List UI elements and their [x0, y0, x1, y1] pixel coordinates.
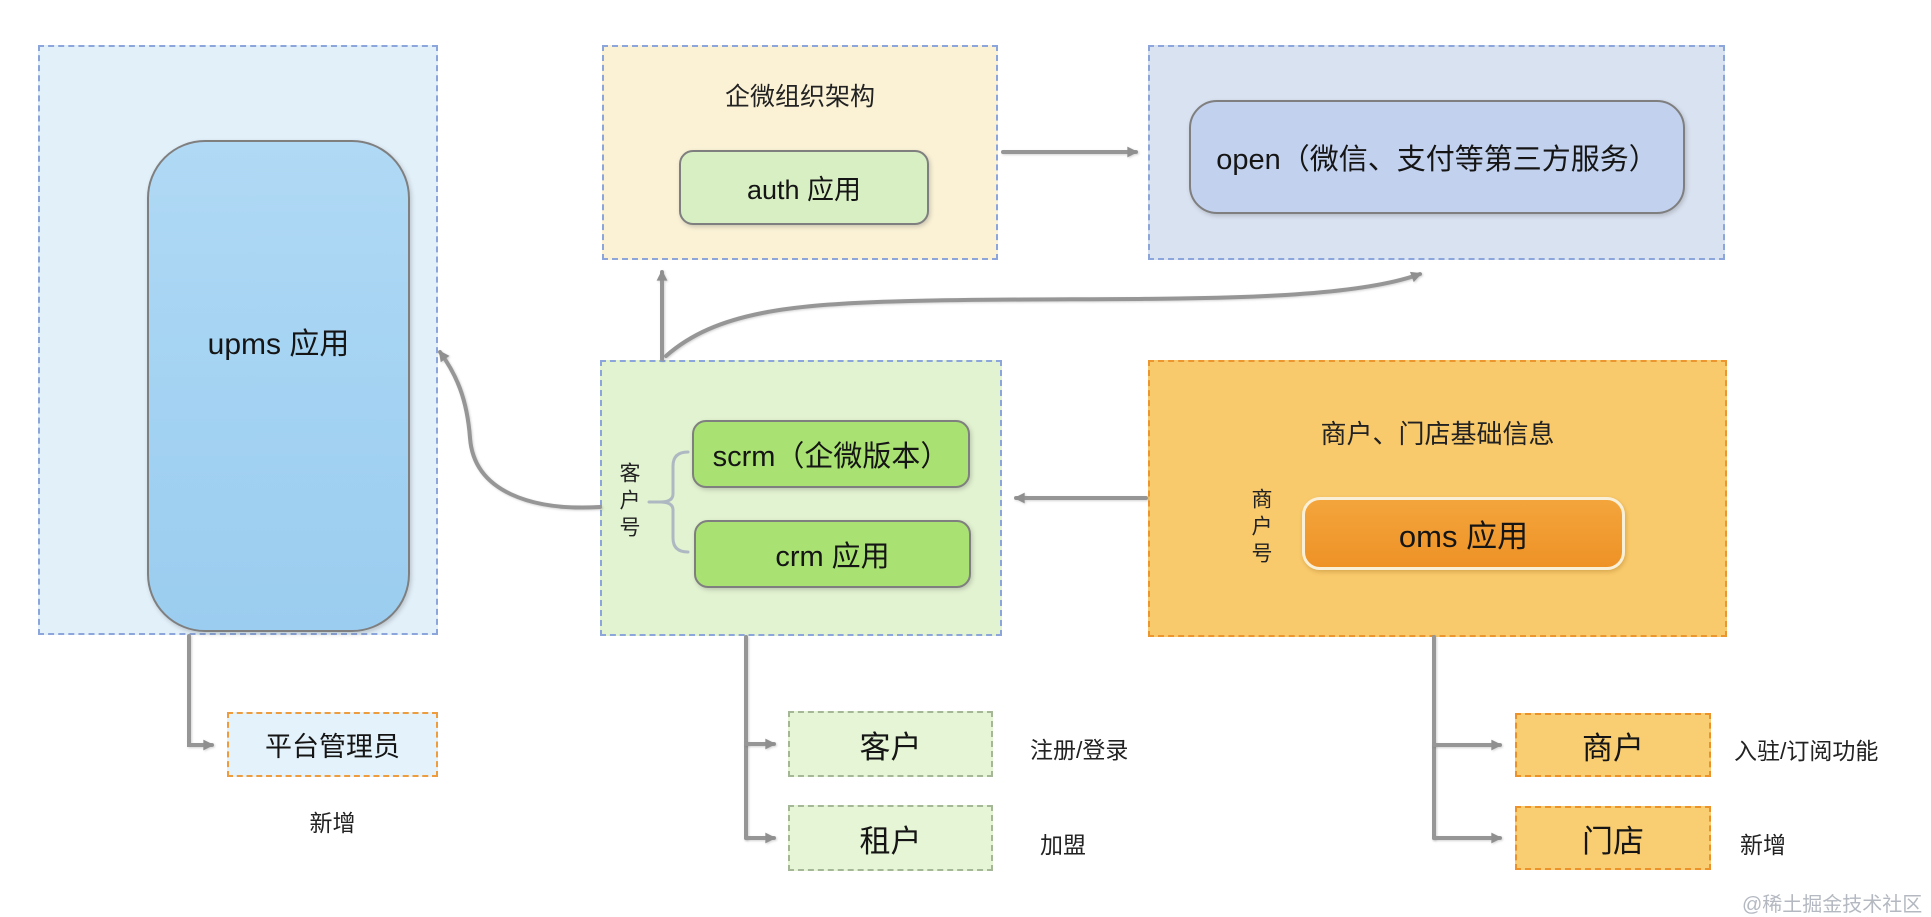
store-node: 门店 [1515, 806, 1711, 870]
arrow-customer-apps-to-open [664, 271, 1423, 358]
tenant-node: 租户 [788, 805, 993, 871]
customer-node: 客户 [788, 711, 993, 777]
arrow-upms-to-platform-admin [187, 634, 215, 751]
wecom-org-title: 企微组织架构 [724, 83, 875, 111]
upms-container: upms 应用 [38, 45, 438, 635]
upms-app-node: upms 应用 [147, 140, 410, 632]
platform-admin-node: 平台管理员 [227, 712, 438, 777]
arrow-customer-apps-to-upms [438, 350, 602, 510]
customer-apps-container: 客户号 scrm（企微版本） crm 应用 [600, 360, 1002, 636]
oms-app-node: oms 应用 [1302, 497, 1625, 570]
customer-label: 客户 [859, 729, 922, 765]
store-label: 门店 [1582, 823, 1644, 859]
merchant-info-container: 商户、门店基础信息 商户号 oms 应用 [1148, 360, 1727, 637]
wecom-org-container: 企微组织架构 auth 应用 [602, 45, 998, 260]
open-platform-label: open（微信、支付等第三方服务） [1216, 144, 1658, 176]
merchant-account-side-label: 商户号 [1249, 488, 1272, 569]
customer-account-side-label: 客户号 [617, 462, 640, 543]
customer-note: 注册/登录 [1030, 737, 1129, 763]
crm-app-label: crm 应用 [775, 541, 890, 573]
scrm-app-node: scrm（企微版本） [692, 420, 970, 488]
open-platform-container: open（微信、支付等第三方服务） [1148, 45, 1725, 260]
open-platform-node: open（微信、支付等第三方服务） [1189, 100, 1685, 214]
auth-app-node: auth 应用 [679, 150, 929, 225]
crm-app-node: crm 应用 [694, 520, 971, 588]
watermark: @稀土掘金技术社区 [1742, 894, 1923, 916]
tenant-label: 租户 [859, 823, 922, 859]
merchant-note: 入驻/订阅功能 [1734, 738, 1879, 764]
platform-admin-label: 平台管理员 [265, 732, 400, 762]
merchant-info-title: 商户、门店基础信息 [1320, 419, 1555, 449]
tenant-note: 加盟 [1040, 832, 1086, 858]
oms-app-label: oms 应用 [1398, 519, 1529, 554]
platform-admin-note: 新增 [309, 810, 356, 836]
auth-app-label: auth 应用 [746, 175, 862, 205]
scrm-app-label: scrm（企微版本） [712, 441, 950, 473]
merchant-label: 商户 [1582, 730, 1644, 766]
merchant-node: 商户 [1515, 713, 1711, 777]
upms-app-label: upms 应用 [207, 328, 350, 361]
store-note: 新增 [1740, 832, 1786, 858]
